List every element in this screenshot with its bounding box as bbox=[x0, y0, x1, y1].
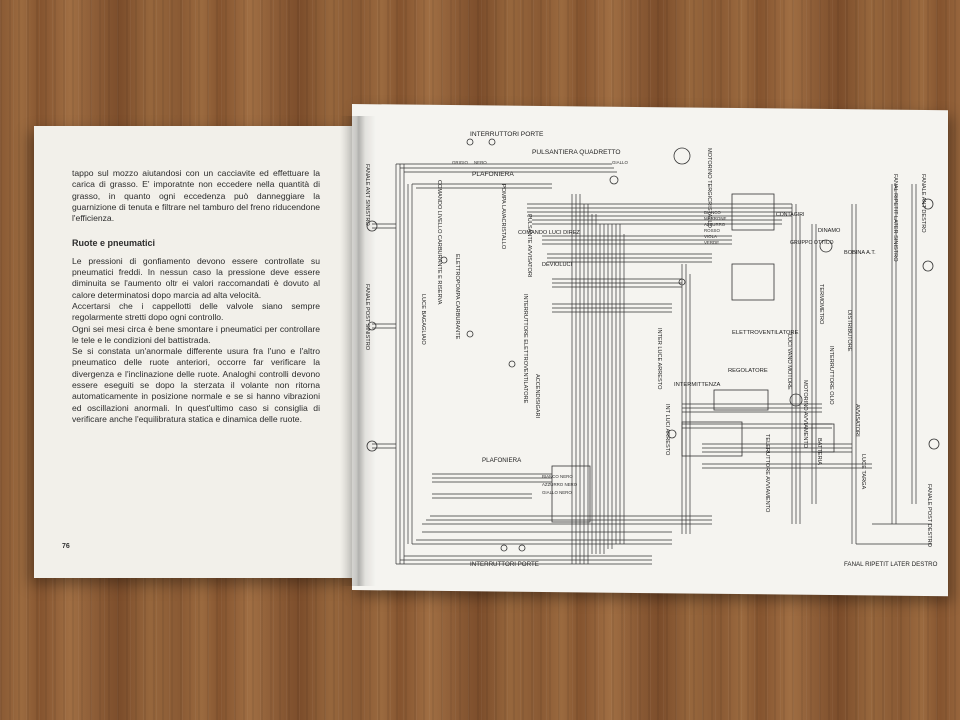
paragraph: Accertarsi che i cappellotti delle valvo… bbox=[72, 300, 320, 323]
paragraph: Le pressioni di gonfiamento devono esser… bbox=[72, 255, 320, 300]
label-bobina: BOBINA A.T. bbox=[844, 250, 876, 256]
wire-label: VERDE bbox=[704, 240, 719, 245]
label-fanal-ripetit-later-sinistro: FANAL RIPETIT LATER SINISTRO bbox=[892, 174, 898, 262]
wire-label: GIALLO bbox=[612, 160, 628, 165]
label-fanale-post-sinistro: FANALE POST SINISTRO bbox=[364, 284, 370, 351]
paragraph: Ogni sei mesi circa è bene smontare i pn… bbox=[72, 323, 320, 345]
label-pompa-lavacristallo: POMPA LAVACRISTALLO bbox=[500, 184, 506, 250]
label-motorino-avviamento: MOTORINO AVVIAMENTO bbox=[802, 380, 808, 449]
section-title: Ruote e pneumatici bbox=[72, 238, 156, 249]
label-interruttori-porte-top: INTERRUTTORI PORTE bbox=[470, 131, 544, 138]
label-intermittenza: INTERMITTENZA bbox=[674, 382, 721, 388]
page-number: 76 bbox=[62, 543, 70, 550]
label-luci-vano-motore: LUCI VANO MOTORE bbox=[786, 334, 792, 390]
label-elettropompa-carburante: ELETTROPOMPA CARBURANTE bbox=[454, 254, 460, 340]
label-dinamo: DINAMO bbox=[818, 228, 841, 234]
label-fanal-ripetit-later-destro: FANAL RIPETIT LATER DESTRO bbox=[844, 561, 938, 568]
label-accendisigari: ACCENDISIGARI bbox=[534, 374, 540, 419]
wire-label: BIANCO bbox=[704, 210, 721, 215]
label-plafoniera-bottom: PLAFONIERA bbox=[482, 457, 522, 464]
label-elettroventilatore: ELETTROVENTILATORE bbox=[732, 330, 799, 336]
wire-label: AZZURRO NERO bbox=[542, 482, 578, 487]
label-pulsante-avvisatori: PULSANTE AVVISATORI bbox=[526, 214, 532, 278]
wiring-diagram: INTERRUTTORI PORTE PULSANTIERA QUADRETTO… bbox=[364, 131, 940, 568]
label-avvisatori: AVVISATORI bbox=[854, 404, 860, 437]
paragraph: tappo sul mozzo aiutandosi con un caccia… bbox=[72, 168, 320, 224]
label-fanale-post-destro: FANALE POST DESTRO bbox=[926, 484, 932, 548]
label-termometro: TERMOMETRO bbox=[818, 284, 824, 325]
label-fanale-ant-destro: FANALE ANT DESTRO bbox=[920, 174, 926, 233]
label-luce-bagagliaio: LUCE BAGAGLIAIO bbox=[420, 294, 426, 345]
wire-label: ROSSO bbox=[704, 228, 720, 233]
label-luce-targa: LUCE TARGA bbox=[860, 454, 866, 489]
label-distributore: DISTRIBUTORE bbox=[846, 310, 852, 352]
label-int-luci-arresto: INT LUCI ARRESTO bbox=[664, 404, 670, 456]
label-gruppo-ottico: GRUPPO OTTICO bbox=[790, 240, 834, 246]
label-interruttore-olio: INTERRUTTORE OLIO bbox=[828, 346, 834, 405]
label-regolatore: REGOLATORE bbox=[728, 368, 768, 374]
wire-label: AZZURRO bbox=[704, 222, 726, 227]
left-page-text: tappo sul mozzo aiutandosi con un caccia… bbox=[72, 168, 320, 425]
wire-label: NERO bbox=[474, 160, 487, 165]
wire-label: BIANCO NERO bbox=[542, 474, 573, 479]
label-batteria: BATTERIA bbox=[816, 438, 822, 465]
wire-label: GIALLO NERO bbox=[542, 490, 572, 495]
label-interruttori-porte-bottom: INTERRUTTORI PORTE bbox=[470, 561, 539, 568]
wire-label: MARRONE bbox=[704, 216, 727, 221]
wire-label: VIOLA bbox=[704, 234, 717, 239]
label-teleruttore-avviamento: TELERUTTORE AVVIAMENTO bbox=[764, 434, 770, 513]
wire-label: GRIGIO bbox=[452, 160, 468, 165]
label-motorino-tergicristallo: MOTORINO TERGICRISTALLO bbox=[706, 148, 712, 229]
left-page bbox=[34, 126, 356, 578]
label-comando-livello-carburante: COMANDO LIVELLO CARBURANTE E RISERVA bbox=[436, 180, 442, 305]
label-interruttore-elettroventilatore: INTERRUTTORE ELETTROVENTILATORE bbox=[522, 294, 528, 404]
label-plafoniera-top: PLAFONIERA bbox=[472, 171, 514, 178]
paragraph: Se si constata un'anormale differente us… bbox=[72, 346, 320, 424]
label-pulsantiera-quadretto: PULSANTIERA QUADRETTO bbox=[532, 149, 621, 156]
label-contagiri: CONTAGIRI bbox=[776, 212, 804, 218]
wiring-lines bbox=[372, 163, 932, 565]
label-inter-luce-arresto: INTER LUCE ARRESTO bbox=[656, 328, 662, 390]
label-devioluci: DEVIOLUCI bbox=[542, 262, 573, 268]
component-symbols bbox=[366, 138, 940, 552]
label-comando-luci-direz: COMANDO LUCI DIREZ bbox=[518, 230, 580, 236]
label-fanale-ant-sinistro: FANALE ANT SINISTRO bbox=[364, 164, 370, 226]
